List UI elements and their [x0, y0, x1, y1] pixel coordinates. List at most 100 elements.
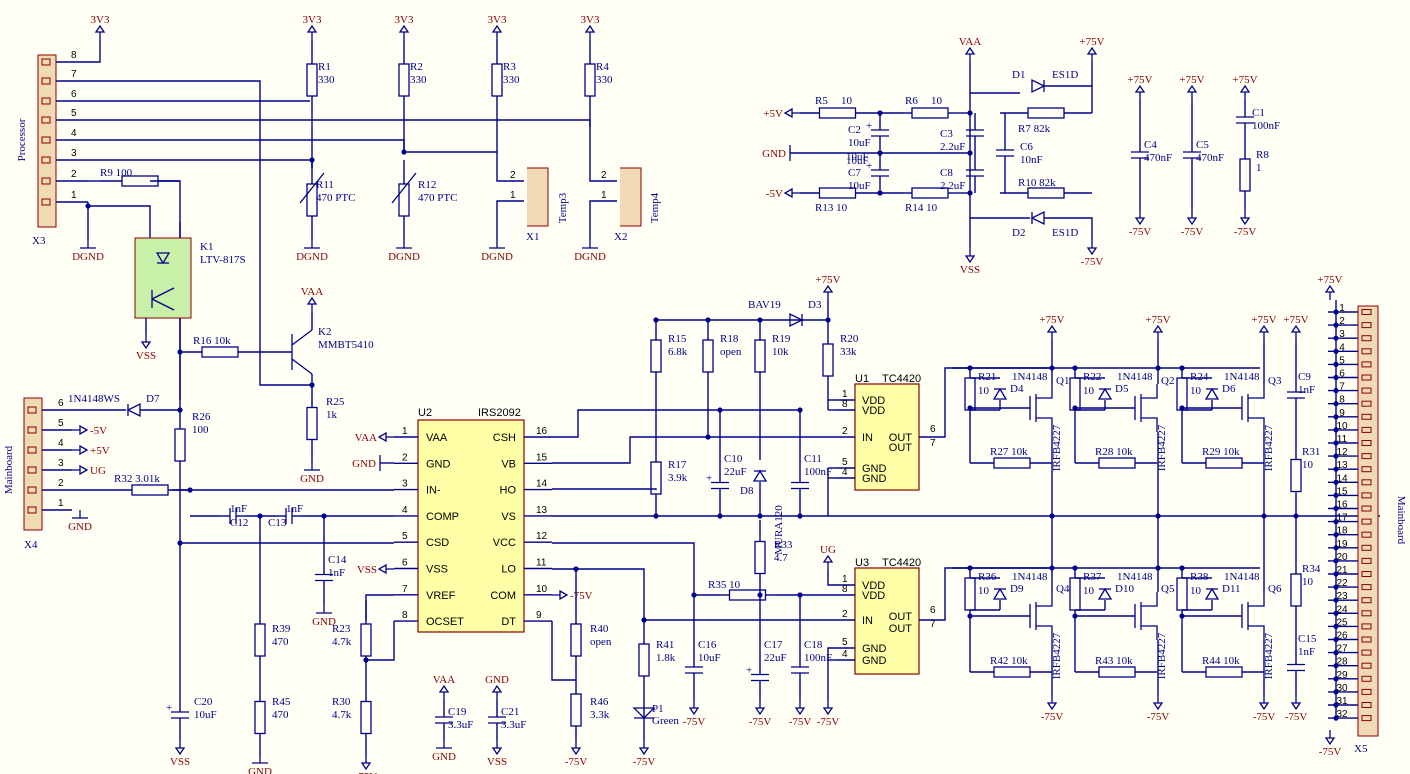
diode-d4 [992, 387, 1008, 400]
pulldown-resistor [1098, 666, 1136, 678]
pin-number: 8 [1339, 395, 1345, 406]
polarity-mark: + [866, 160, 872, 172]
junction-dot [967, 150, 973, 156]
pulldown-resistor [1205, 666, 1243, 678]
junction-dot [797, 592, 803, 598]
part-value: Green [652, 715, 679, 727]
power-port [822, 700, 834, 716]
ground-symbol [72, 510, 88, 519]
ground-symbol [80, 240, 96, 249]
pin-socket [1361, 623, 1372, 630]
wire [88, 40, 101, 63]
cap-value: 1nF [328, 567, 345, 579]
resistor-label: R43 10k [1095, 655, 1133, 667]
pin-number: 1 [402, 426, 408, 437]
pin-socket [1361, 440, 1372, 446]
cap-value: 22uF [764, 652, 787, 664]
pin-socket [1361, 387, 1372, 394]
pin-number: 7 [930, 438, 936, 449]
diode-d6 [1204, 387, 1220, 400]
mosfet-q1 [1029, 384, 1053, 432]
diode-value: 1N4148 [1224, 371, 1260, 383]
power-label: +75V [1251, 314, 1276, 326]
power-label: UG [820, 544, 836, 556]
resistor-r3 [491, 63, 503, 97]
junction-dot [653, 513, 659, 519]
pin-number: 4 [71, 128, 77, 139]
diode-value: MURA120 [773, 505, 785, 555]
resistor-ref: R23 [332, 623, 351, 635]
junction-dot [717, 513, 723, 519]
cap-ref: C17 [764, 639, 783, 651]
power-label: +75V [1127, 74, 1152, 86]
mosfet-q6 [1241, 592, 1265, 640]
pin-number: 6 [1339, 369, 1345, 380]
ground-label: GND [68, 521, 92, 533]
diode-value: 1N4148 [1224, 571, 1260, 583]
resistor-label: R44 10k [1202, 655, 1240, 667]
pin-socket [41, 198, 51, 206]
resistor-ref: R36 [978, 571, 997, 583]
power-port [306, 24, 318, 40]
diode-ref: D3 [808, 299, 822, 311]
pin-name: VDD [862, 405, 885, 417]
cap-ref: C12 [230, 517, 248, 529]
pin-socket [27, 506, 37, 514]
pin-number: 10 [1336, 421, 1348, 432]
pin-number: 6 [71, 89, 77, 100]
optocoupler-k1 [134, 237, 192, 319]
pin-number: 5 [71, 108, 77, 119]
power-label: -75V [565, 756, 588, 768]
power-label: +75V [1145, 314, 1170, 326]
pin-number: 1 [510, 190, 516, 201]
power-label: VSS [357, 564, 377, 576]
pin-number: 2 [402, 452, 408, 463]
pin-name: GND [862, 473, 887, 485]
pin-number: 8 [71, 50, 77, 61]
pin-socket [1361, 322, 1372, 329]
power-port [570, 740, 582, 756]
cap-ref: C16 [698, 639, 717, 651]
resistor-r26 [174, 428, 186, 462]
power-port [491, 740, 503, 756]
power-label: 3V3 [303, 14, 322, 26]
junction-dot [309, 157, 315, 163]
pin-number: 30 [1336, 683, 1348, 694]
ic-u3 [854, 567, 920, 675]
resistor-value: 100 [192, 424, 209, 436]
ground-label: DGND [72, 251, 104, 263]
wire [87, 202, 151, 238]
pin-number: 32 [1336, 709, 1348, 720]
cap-value: 3.3uF [448, 719, 473, 731]
pin-number: 16 [1336, 500, 1348, 511]
ground-label: GND [300, 473, 324, 485]
wire [551, 621, 576, 681]
resistor-value: 10 [1190, 385, 1202, 397]
cap-value: 1nF [286, 503, 303, 515]
pin-socket [41, 116, 51, 124]
power-label: +75V [815, 274, 840, 286]
resistor-label: R9 100 [100, 167, 133, 179]
power-label: -75V [1129, 226, 1152, 238]
power-port [1258, 695, 1270, 711]
pin-socket [1361, 335, 1372, 342]
resistor-ref: R24 [1190, 371, 1209, 383]
pin-number: 20 [1336, 552, 1348, 563]
mosfet-q4 [1029, 592, 1053, 640]
polarity-mark: + [706, 473, 712, 485]
pin-socket [41, 136, 51, 144]
mosfet-ref: Q4 [1056, 583, 1070, 595]
transistor-k2 [291, 329, 313, 375]
connector-title: Mainboard [1395, 496, 1407, 545]
pin-number: 2 [71, 169, 77, 180]
power-label: -5V [90, 425, 107, 437]
pin-number: 2 [842, 426, 848, 437]
resistor-value: 470 PTC [418, 192, 457, 204]
pin-number: 17 [1336, 513, 1348, 524]
ground-label: DGND [388, 251, 420, 263]
pin-name: IN- [426, 485, 441, 497]
pin-name: COM [490, 590, 516, 602]
power-label: -75V [789, 716, 812, 728]
polarity-mark: + [166, 702, 172, 714]
